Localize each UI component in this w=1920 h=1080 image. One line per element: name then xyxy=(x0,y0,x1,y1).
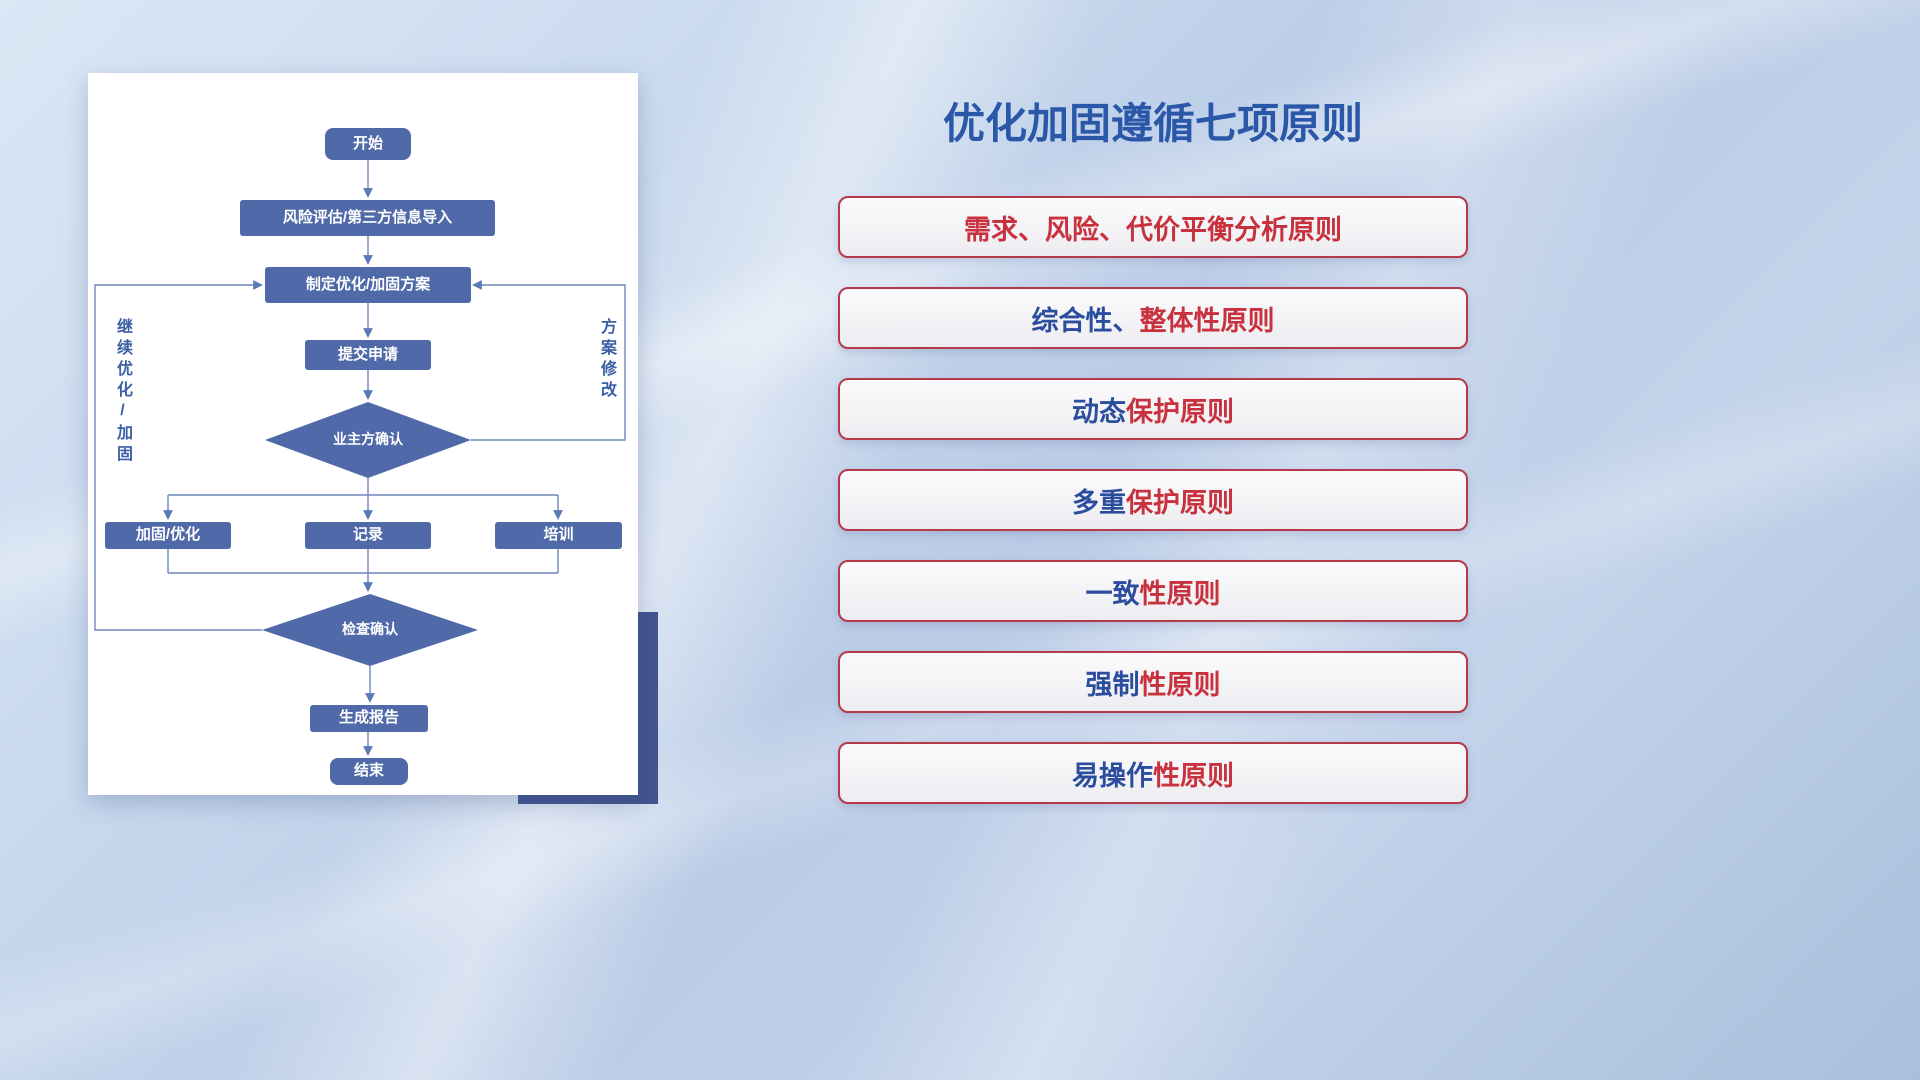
node-training: 培训 xyxy=(495,522,622,549)
principles-list: 需求、风险、代价平衡分析原则 综合性、整体性原则 动态保护原则 多重保护原则 一… xyxy=(838,196,1468,804)
node-end: 结束 xyxy=(330,758,408,785)
node-make-plan: 制定优化/加固方案 xyxy=(265,267,471,303)
node-check-confirm: 检查确认 xyxy=(342,621,398,638)
node-record: 记录 xyxy=(305,522,431,549)
principle-item-3: 动态保护原则 xyxy=(838,378,1468,440)
principle-7-red-text: 性原则 xyxy=(1153,760,1234,791)
principle-6-red-text: 性原则 xyxy=(1139,669,1221,700)
principle-item-1: 需求、风险、代价平衡分析原则 xyxy=(838,196,1468,258)
principle-5-red-text: 性原则 xyxy=(1139,578,1221,609)
owner-confirm-diamond xyxy=(265,402,471,478)
principles-title: 优化加固遵循七项原则 xyxy=(942,100,1363,147)
flowchart-connectors xyxy=(94,160,626,756)
node-start: 开始 xyxy=(325,128,411,160)
principle-4-blue-text: 多重 xyxy=(1072,487,1126,518)
loop-label-plan-modify: 方案修改 xyxy=(598,318,615,402)
node-report: 生成报告 xyxy=(310,705,428,732)
principle-3-blue-text: 动态 xyxy=(1072,396,1126,427)
principle-2-blue-text: 综合性、 xyxy=(1031,305,1140,336)
principle-item-2: 综合性、整体性原则 xyxy=(838,287,1468,349)
node-submit: 提交申请 xyxy=(305,340,431,370)
principle-item-6: 强制性原则 xyxy=(838,651,1468,713)
principle-3-red-text: 保护原则 xyxy=(1126,396,1234,427)
principle-item-4: 多重保护原则 xyxy=(838,469,1468,531)
principle-5-blue-text: 一致 xyxy=(1085,578,1140,609)
node-reinforce: 加固/优化 xyxy=(105,522,231,549)
loop-label-continue-optimize: 继续优化/加固 xyxy=(114,318,131,466)
principle-item-5: 一致性原则 xyxy=(838,560,1468,622)
flowchart-card: 开始 风险评估/第三方信息导入 制定优化/加固方案 提交申请 业主方确认 加固/… xyxy=(88,73,638,795)
principle-7-blue-text: 易操作 xyxy=(1072,760,1153,791)
principle-4-red-text: 保护原则 xyxy=(1126,487,1234,518)
node-risk-import: 风险评估/第三方信息导入 xyxy=(240,200,495,236)
principle-1-red-text: 需求、风险、代价平衡分析原则 xyxy=(964,214,1342,245)
check-confirm-diamond xyxy=(262,594,478,666)
principle-item-7: 易操作性原则 xyxy=(838,742,1468,804)
principle-6-blue-text: 强制 xyxy=(1085,669,1140,700)
principle-2-red-text: 整体性原则 xyxy=(1139,305,1275,336)
node-owner-confirm: 业主方确认 xyxy=(333,431,403,448)
